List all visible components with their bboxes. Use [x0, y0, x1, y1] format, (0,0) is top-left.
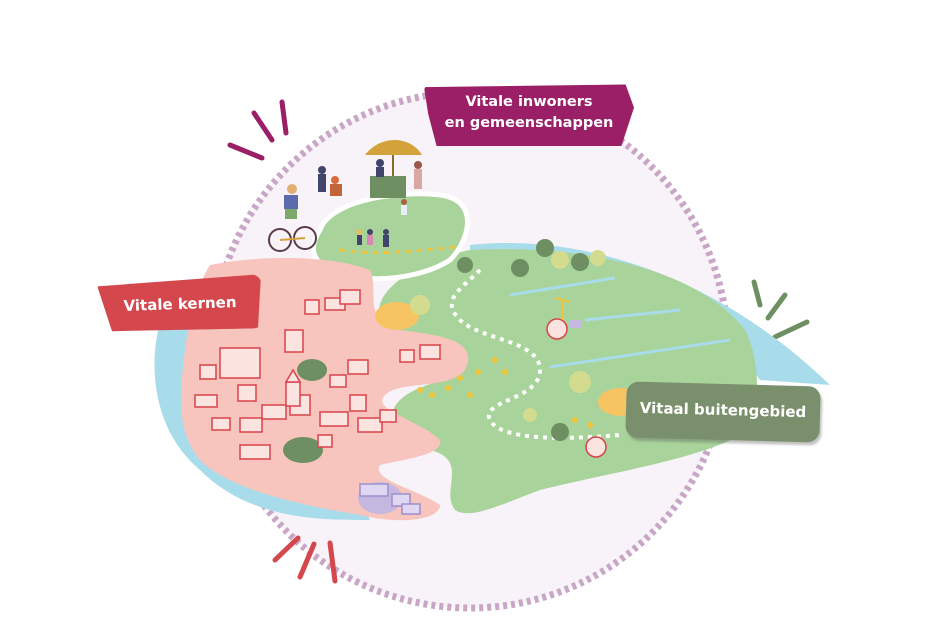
burst-lines-icon — [272, 535, 338, 584]
label-vitaal-buitengebied: Vitaal buitengebied — [625, 381, 821, 443]
green-area — [378, 249, 757, 514]
market-stall-umbrella-icon — [365, 140, 422, 198]
farm-shed-icon — [570, 320, 582, 328]
burst-lines-icon — [227, 99, 289, 161]
park — [283, 437, 323, 463]
walking-path — [449, 268, 621, 440]
label-vitale-inwoners: Vitale inwoners en gemeenschappen — [424, 84, 634, 146]
flowers-icon — [417, 357, 593, 428]
farm-icon — [546, 318, 607, 458]
people-icon — [318, 159, 422, 196]
park — [297, 359, 327, 381]
church-icon — [284, 368, 302, 407]
ditches — [509, 276, 731, 369]
label-vitale-inwoners-line1: Vitale inwoners — [465, 94, 593, 110]
label-vitale-inwoners-line2: en gemeenschappen — [444, 115, 614, 131]
industry-buildings-icon — [359, 483, 421, 515]
sand-patch — [375, 302, 419, 330]
children-playing-icon — [356, 199, 407, 247]
community-dashed-path — [339, 245, 456, 255]
burst-lines-icon — [751, 279, 810, 340]
houses-icon — [194, 289, 441, 460]
trees-icon — [410, 239, 606, 441]
windmill-icon — [555, 297, 571, 320]
cyclist-icon — [268, 184, 317, 252]
